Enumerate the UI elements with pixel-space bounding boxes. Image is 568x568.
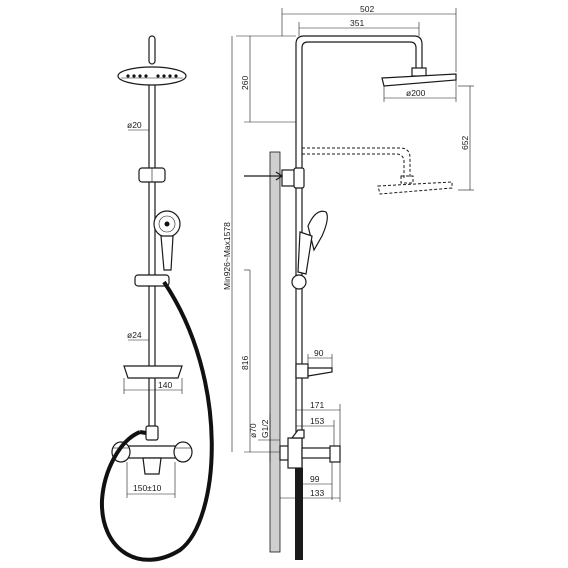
side-hand-handle bbox=[297, 231, 313, 275]
side-slider bbox=[291, 274, 307, 290]
dim-shelf-front: 140 bbox=[158, 380, 172, 390]
dim-top-width: 502 bbox=[360, 4, 374, 14]
lower-head-dashed bbox=[377, 181, 453, 195]
side-handle bbox=[290, 429, 305, 439]
dim-center-spacing: 150±10 bbox=[133, 483, 162, 493]
dim-mixer-depth-2: 153 bbox=[310, 416, 324, 426]
top-shower-head bbox=[381, 73, 457, 87]
lower-arm-dashed bbox=[302, 147, 411, 178]
dim-thread: G1/2 bbox=[260, 419, 270, 438]
side-mixer-body bbox=[287, 437, 303, 469]
hand-shower-handle bbox=[160, 235, 174, 271]
dim-arm-height: 260 bbox=[240, 76, 250, 90]
dim-mixer-depth-1: 171 bbox=[310, 400, 324, 410]
top-connector bbox=[148, 35, 156, 65]
top-arm-outer bbox=[295, 35, 423, 470]
slider-holder bbox=[134, 274, 170, 287]
side-hose bbox=[295, 468, 303, 560]
rain-shower-head bbox=[117, 66, 187, 86]
head-joint bbox=[411, 67, 427, 77]
dim-spout-2: 133 bbox=[310, 488, 324, 498]
top-arm-inner bbox=[301, 41, 417, 470]
right-handle bbox=[173, 441, 193, 463]
dim-arm-width: 351 bbox=[350, 18, 364, 28]
dim-flange: ø70 bbox=[248, 423, 258, 438]
dim-pipe-bottom: ø24 bbox=[127, 330, 142, 340]
dim-head-drop: 652 bbox=[460, 136, 470, 150]
dim-lower-height: 816 bbox=[240, 356, 250, 370]
front-view: ø20 ø24 140 1 bbox=[99, 35, 214, 562]
side-shelf-clamp bbox=[295, 363, 309, 379]
dim-height-range: Min926~Max1578 bbox=[222, 222, 232, 290]
dim-shelf-side: 90 bbox=[314, 348, 324, 358]
wall-hatch bbox=[269, 151, 281, 553]
dim-pipe-top: ø20 bbox=[127, 120, 142, 130]
side-hand-shower bbox=[307, 210, 328, 252]
diverter-knob bbox=[145, 425, 159, 441]
bath-spout bbox=[142, 457, 162, 475]
dim-spout-1: 99 bbox=[310, 474, 320, 484]
side-view: ø200 502 351 260 652 Min926~Max1578 bbox=[222, 4, 474, 560]
side-shelf bbox=[307, 367, 333, 377]
shower-hose bbox=[99, 280, 214, 562]
dim-head-diameter: ø200 bbox=[406, 88, 426, 98]
nozzle-dots bbox=[126, 74, 178, 78]
soap-shelf bbox=[123, 365, 183, 379]
